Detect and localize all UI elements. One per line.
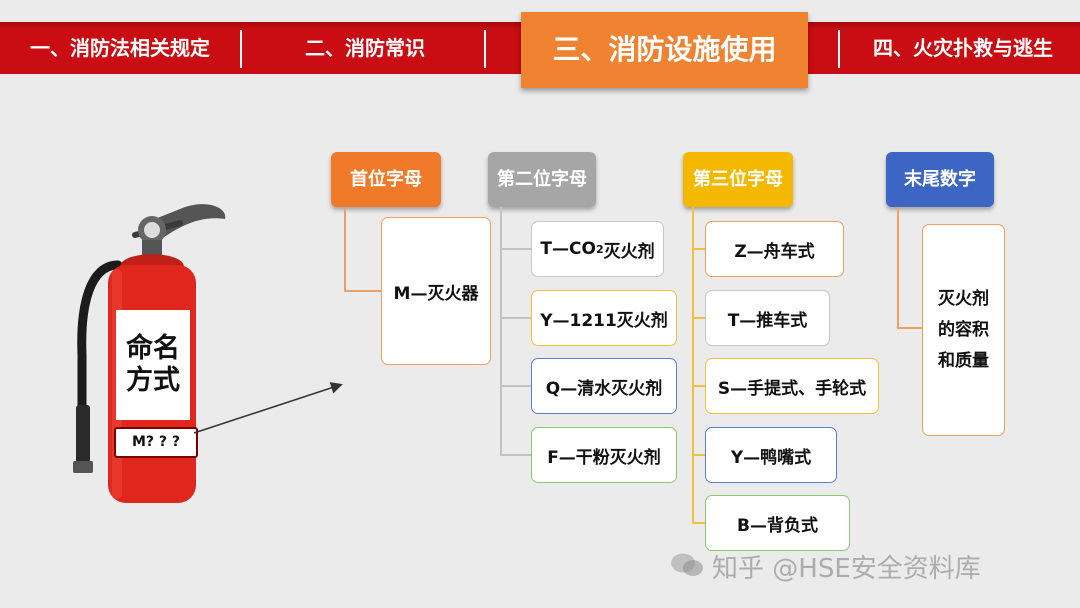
connector-line [692,317,706,319]
wechat-icon [671,553,703,576]
connector-line [500,317,532,319]
tab-separator [838,30,840,68]
co2-subscript: 2 [595,242,604,256]
connector-line [692,248,706,250]
item-last-digits: 灭火剂 的容积 和质量 [922,224,1005,436]
tab-fire-knowledge[interactable]: 二、消防常识 [305,36,425,60]
item-third-s: S—手提式、手轮式 [705,358,879,414]
item-first-m: M—灭火器 [381,217,491,365]
last-digits-line-3: 和质量 [938,350,989,371]
item-third-y: Y—鸭嘴式 [705,427,837,483]
connector-line [344,290,382,292]
model-code-box: M? ? ? [114,427,198,458]
tab-fire-law[interactable]: 一、消防法相关规定 [30,36,210,60]
label-line-2: 方式 [126,365,180,396]
connector-line [500,385,532,387]
item-third-z: Z—舟车式 [705,221,844,277]
connector-line [344,207,346,291]
arrow-connector [193,382,343,434]
connector-line [897,207,899,328]
watermark-text: 知乎 @HSE安全资料库 [712,554,981,584]
connector-line [692,385,706,387]
item-second-q: Q—清水灭火剂 [531,358,677,414]
header-third-letter: 第三位字母 [683,152,793,207]
label-line-1: 命名 [126,333,180,364]
header-second-letter: 第二位字母 [488,152,596,207]
header-last-digits: 末尾数字 [886,152,994,207]
tab-fire-facilities-active[interactable]: 三、消防设施使用 [521,12,808,88]
connector-line [500,454,532,456]
last-digits-line-2: 的容积 [938,319,989,340]
connector-line [692,207,694,523]
tab-separator [240,30,242,68]
item-second-f: F—干粉灭火剂 [531,427,677,483]
connector-line [692,454,706,456]
extinguisher-label-panel: 命名方式 [116,310,190,420]
item-second-y: Y—1211灭火剂 [531,290,677,346]
item-second-t-text: T—CO [540,239,596,259]
connector-line [692,522,706,524]
connector-line [897,327,923,329]
item-third-b: B—背负式 [705,495,850,551]
item-second-t-suffix: 灭火剂 [603,241,655,262]
last-digits-line-1: 灭火剂 [938,288,989,309]
header-first-letter: 首位字母 [331,152,441,207]
tab-fire-fighting-escape[interactable]: 四、火灾扑救与逃生 [873,36,1053,60]
connector-line [500,207,502,455]
tab-separator [484,30,486,68]
connector-line [500,248,532,250]
item-third-t: T—推车式 [705,290,830,346]
